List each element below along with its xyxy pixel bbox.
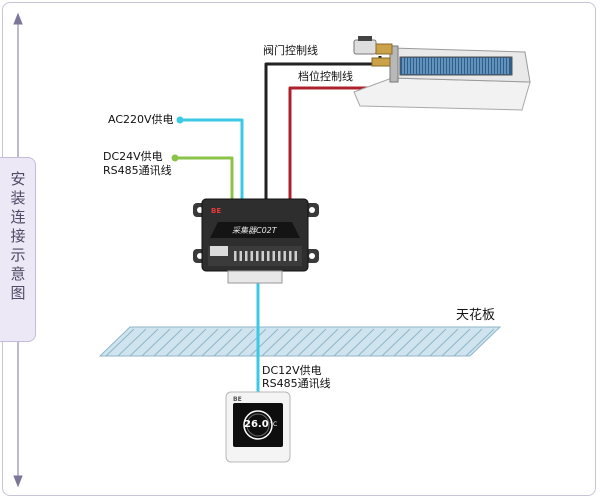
thermostat-brand: BE [233,396,242,403]
dc24-wire-end [171,154,179,162]
collector-model: 采集器C02T [232,226,277,235]
dc24-label: DC24V供电 [103,150,163,163]
rs485-label-bottom: RS485通讯线 [262,377,331,390]
ac220-wire-end [176,116,184,124]
dc24-wire [175,156,234,201]
ceiling-board [98,326,502,357]
collector-device [193,198,319,284]
speed-wire [288,86,370,201]
ac220-wire [180,118,244,201]
dc12-label: DC12V供电 [262,364,322,377]
side-tab-label: 安装连接示意图 [10,170,26,302]
wires [171,56,382,394]
speed-wire-label: 档位控制线 [298,70,353,83]
side-tab [0,157,36,342]
thermostat-temperature: 26.0 [244,419,269,430]
collector-brand: BE [211,207,222,215]
ceiling-label: 天花板 [456,308,496,323]
thermostat-unit: °C [270,421,278,428]
side-arrows [13,12,23,488]
thermostat-device [225,391,291,463]
rs485-label-top: RS485通讯线 [103,164,172,177]
ac220-label: AC220V供电 [108,113,174,126]
fan-coil-unit [353,36,531,111]
valve-wire-label: 阀门控制线 [263,44,318,57]
